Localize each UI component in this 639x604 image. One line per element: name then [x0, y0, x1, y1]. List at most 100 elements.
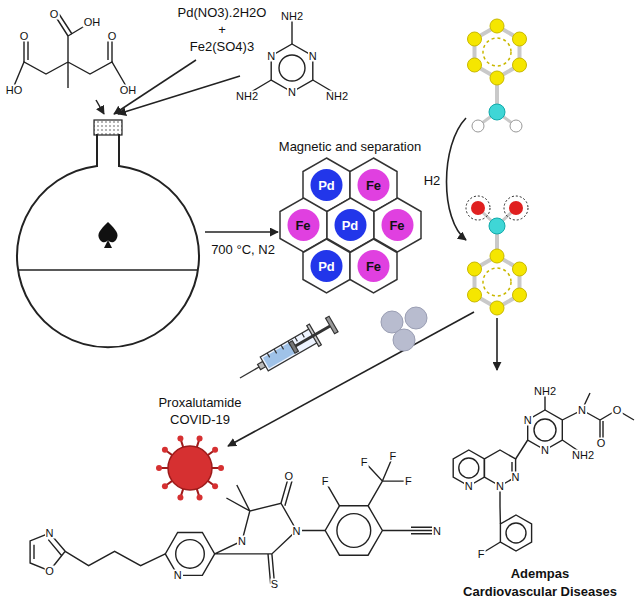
metal-atom — [358, 250, 390, 282]
hydrogenation-arrow — [447, 118, 467, 240]
metal-atom — [381, 209, 413, 241]
drug-title: Cardiovascular Diseases — [463, 585, 617, 598]
spike-stem — [212, 467, 219, 469]
atom-label: NH2 — [280, 11, 304, 22]
element-symbol: Fe — [366, 178, 381, 191]
atom-label: OH — [119, 85, 138, 96]
adempas-structure — [453, 393, 634, 552]
caption-text: 700 °C, N2 — [211, 243, 275, 256]
spike-head — [212, 447, 218, 453]
atom-label: HO — [5, 85, 24, 96]
atom-label: F — [388, 451, 397, 462]
atom-label: N — [464, 481, 474, 492]
spike-stem — [167, 451, 173, 455]
atom-label: N — [523, 415, 533, 426]
drug-title: Adempas — [511, 567, 570, 580]
virus-icon — [156, 436, 224, 501]
atom-label: N — [540, 445, 550, 456]
product-molecule — [466, 196, 528, 315]
spike-stem — [181, 440, 183, 447]
atom-label: N — [287, 87, 297, 98]
virus-spike — [177, 436, 183, 448]
virus-spike — [177, 489, 183, 501]
metal-atom — [287, 209, 319, 241]
reaction-arrow — [205, 231, 278, 233]
atom-label: N — [511, 472, 521, 483]
element-symbol: Pd — [318, 178, 335, 191]
atom-label: F — [404, 476, 413, 487]
substrate-molecule — [468, 19, 527, 132]
spike-stem — [197, 440, 199, 447]
element-symbol: Fe — [389, 219, 404, 232]
atom-label: N — [45, 528, 55, 539]
atom-label: N — [495, 481, 505, 492]
atom-label: NH2 — [325, 91, 349, 102]
hexagon — [303, 239, 350, 293]
application-arrow — [228, 312, 474, 446]
caption-text: Pd(NO3).2H2O — [178, 6, 267, 19]
atom-label: F — [360, 456, 369, 467]
virus-spike — [212, 465, 224, 471]
metal-atom — [334, 209, 366, 241]
metal-atom — [311, 250, 343, 282]
atom-label: N — [577, 405, 587, 416]
caption-text: + — [218, 23, 226, 36]
melamine-structure — [251, 20, 333, 92]
reagent-arrows — [96, 60, 240, 114]
spike-stem — [161, 467, 168, 469]
spike-head — [212, 483, 218, 489]
atom-label: NH2 — [571, 450, 595, 461]
atom-label: N — [237, 535, 247, 546]
spike-stem — [208, 481, 214, 485]
nanoparticles — [381, 307, 427, 351]
caption-text: Fe2(SO4)3 — [190, 40, 254, 53]
virus-spike — [208, 447, 218, 455]
atom-label: O — [107, 31, 118, 42]
caption-text: Proxalutamide — [158, 396, 241, 409]
spike-stem — [208, 451, 214, 455]
virus-spike — [197, 489, 203, 501]
caption-text: COVID-19 — [170, 413, 230, 426]
atom-label: S — [270, 578, 279, 589]
virus-spike — [162, 447, 172, 455]
spike-stem — [167, 481, 173, 485]
spike-stem — [197, 489, 199, 496]
metal-atom — [358, 169, 390, 201]
spike-head — [197, 494, 203, 500]
application-arrow — [496, 318, 498, 370]
catalyst-cell: Pd — [303, 239, 350, 293]
spike-head — [177, 436, 183, 442]
atom-label: F — [477, 549, 486, 560]
atom-label: NH2 — [533, 386, 557, 397]
syringe — [234, 314, 340, 389]
atom-label: N — [292, 525, 302, 536]
flask — [17, 120, 199, 347]
virus-spike — [197, 436, 203, 448]
spike-head — [197, 436, 203, 442]
atom-label: O — [19, 31, 30, 42]
atom-label: N — [432, 525, 442, 536]
proxalutamide-structure — [30, 456, 434, 583]
atom-label: O — [44, 565, 55, 576]
element-symbol: Pd — [342, 219, 359, 232]
atom-label: OH — [83, 17, 102, 28]
caption-text: H2 — [424, 174, 441, 187]
metal-atom — [311, 169, 343, 201]
spike-head — [177, 494, 183, 500]
atom-label: NH2 — [235, 91, 259, 102]
element-symbol: Fe — [366, 259, 381, 272]
spike-head — [162, 483, 168, 489]
element-symbol: Pd — [318, 259, 335, 272]
atom-label: F — [321, 476, 330, 487]
caption-text: Magnetic and separation — [279, 140, 421, 153]
hexagon — [350, 239, 397, 293]
spike-head — [218, 465, 224, 471]
atom-label: O — [49, 9, 60, 20]
spike-head — [156, 465, 162, 471]
atom-label: O — [596, 438, 607, 449]
atom-label: O — [284, 470, 295, 481]
spike-stem — [181, 489, 183, 496]
virus-spike — [208, 481, 218, 489]
